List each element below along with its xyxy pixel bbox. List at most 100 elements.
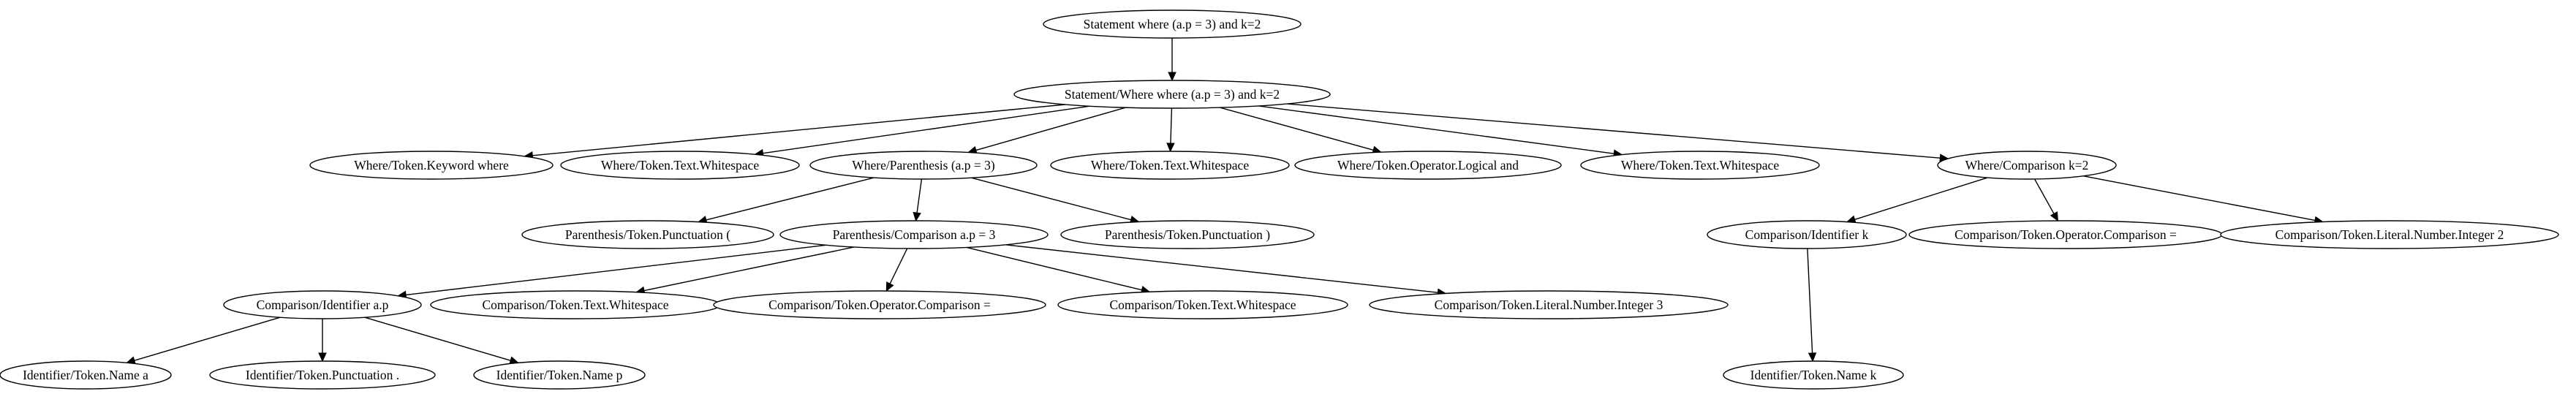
tree-node-statement-where-where-a-p-3-and-k-2: Statement/Where where (a.p = 3) and k=2	[1013, 80, 1331, 109]
edge-n4-to-n9	[697, 177, 875, 224]
edge-line	[1258, 105, 1614, 154]
node-ellipse	[223, 290, 422, 319]
edge-n1-to-n7	[1258, 105, 1623, 158]
node-ellipse	[2220, 220, 2559, 249]
tree-node-where-comparison-k-2: Where/Comparison k=2	[1937, 151, 2117, 180]
edge-line	[971, 177, 1131, 221]
node-label: Where/Token.Keyword where	[354, 158, 509, 173]
node-ellipse	[1707, 220, 1907, 249]
node-label: Parenthesis/Token.Punctuation )	[1105, 227, 1270, 242]
edge-line	[134, 317, 281, 361]
node-label: Where/Token.Text.Whitespace	[1621, 158, 1779, 173]
tree-node-comparison-token-operator-comparison: Comparison/Token.Operator.Comparison =	[713, 290, 1046, 319]
arrowhead-icon	[318, 352, 327, 363]
edge-line	[1005, 244, 1438, 293]
arrowhead-icon	[885, 281, 894, 292]
node-ellipse	[1050, 151, 1290, 180]
node-label: Parenthesis/Comparison a.p = 3	[833, 227, 996, 242]
node-ellipse	[1369, 290, 1729, 319]
node-ellipse	[560, 151, 800, 180]
edge-n1-to-n5	[1166, 107, 1175, 153]
tree-node-comparison-identifier-k: Comparison/Identifier k	[1707, 220, 1907, 249]
arrowhead-icon	[913, 211, 921, 222]
node-ellipse	[521, 220, 774, 249]
edge-n8-to-n12	[1846, 177, 1988, 224]
edge-n15-to-n22	[318, 319, 327, 363]
tree-node-where-token-text-whitespace: Where/Token.Text.Whitespace	[560, 151, 800, 180]
nodes-layer: Statement where (a.p = 3) and k=2Stateme…	[0, 10, 2559, 390]
tree-node-comparison-token-literal-number-integer-2: Comparison/Token.Literal.Number.Integer …	[2220, 220, 2559, 249]
tree-node-where-parenthesis-a-p-3: Where/Parenthesis (a.p = 3)	[809, 151, 1038, 180]
edge-line	[966, 246, 1142, 291]
edge-n1-to-n4	[967, 107, 1126, 154]
tree-node-comparison-token-text-whitespace: Comparison/Token.Text.Whitespace	[430, 290, 721, 319]
node-label: Comparison/Token.Operator.Comparison =	[768, 298, 991, 312]
tree-node-comparison-identifier-a-p: Comparison/Identifier a.p	[223, 290, 422, 319]
edge-line	[364, 317, 511, 361]
edges-layer	[126, 38, 2324, 365]
tree-node-comparison-token-text-whitespace: Comparison/Token.Text.Whitespace	[1057, 290, 1348, 319]
node-label: Parenthesis/Token.Punctuation (	[565, 227, 730, 242]
edge-n10-to-n19	[1005, 244, 1447, 297]
node-label: Where/Token.Text.Whitespace	[601, 158, 759, 173]
tree-node-where-token-text-whitespace: Where/Token.Text.Whitespace	[1580, 151, 1820, 180]
edge-line	[643, 246, 855, 292]
node-label: Comparison/Identifier a.p	[257, 298, 389, 312]
node-ellipse	[1937, 151, 2117, 180]
node-ellipse	[1060, 220, 1315, 249]
edge-n15-to-n23	[364, 317, 519, 365]
node-label: Comparison/Token.Text.Whitespace	[482, 298, 668, 312]
node-ellipse	[209, 360, 436, 390]
edge-line	[1220, 107, 1374, 151]
edge-line	[2082, 175, 2316, 221]
edge-line	[2033, 178, 2055, 214]
node-label: Identifier/Token.Name k	[1750, 368, 1877, 382]
edge-n8-to-n14	[2082, 175, 2324, 225]
edge-line	[1807, 248, 1813, 354]
edge-n12-to-n20	[1807, 248, 1817, 363]
edge-line	[706, 177, 875, 221]
node-ellipse	[473, 360, 646, 390]
node-label: Comparison/Token.Text.Whitespace	[1109, 298, 1296, 312]
tree-node-parenthesis-token-punctuation: Parenthesis/Token.Punctuation (	[521, 220, 774, 249]
edge-line	[916, 178, 923, 213]
edge-line	[889, 248, 908, 284]
tree-node-comparison-token-literal-number-integer-3: Comparison/Token.Literal.Number.Integer …	[1369, 290, 1729, 319]
edge-n1-to-n3	[754, 105, 1090, 158]
tree-node-parenthesis-token-punctuation: Parenthesis/Token.Punctuation )	[1060, 220, 1315, 249]
node-ellipse	[1723, 360, 1904, 390]
edge-n4-to-n10	[913, 178, 923, 222]
node-label: Comparison/Token.Literal.Number.Integer …	[1435, 298, 1663, 312]
edge-n10-to-n16	[635, 246, 855, 295]
node-label: Statement where (a.p = 3) and k=2	[1084, 17, 1261, 31]
tree-node-where-token-operator-logical-and: Where/Token.Operator.Logical and	[1294, 151, 1562, 180]
node-label: Comparison/Identifier k	[1745, 227, 1869, 242]
node-ellipse	[713, 290, 1046, 319]
node-ellipse	[1057, 290, 1348, 319]
node-ellipse	[0, 360, 172, 390]
node-ellipse	[809, 151, 1038, 180]
arrowhead-icon	[1166, 143, 1175, 153]
node-label: Comparison/Token.Literal.Number.Integer …	[2275, 227, 2504, 242]
tree-node-comparison-token-operator-comparison: Comparison/Token.Operator.Comparison =	[1908, 220, 2223, 249]
node-label: Where/Parenthesis (a.p = 3)	[852, 158, 995, 173]
node-ellipse	[779, 220, 1049, 249]
edge-line	[406, 244, 826, 296]
tree-node-statement-where-a-p-3-and-k-2: Statement where (a.p = 3) and k=2	[1043, 10, 1302, 39]
tree-node-where-token-keyword-where: Where/Token.Keyword where	[309, 151, 554, 180]
node-ellipse	[1043, 10, 1302, 39]
edge-n1-to-n2	[524, 104, 1065, 160]
edge-line	[975, 107, 1126, 151]
node-label: Statement/Where where (a.p = 3) and k=2	[1065, 87, 1280, 102]
node-label: Where/Token.Operator.Logical and	[1337, 158, 1519, 173]
node-ellipse	[1580, 151, 1820, 180]
tree-node-identifier-token-punctuation: Identifier/Token.Punctuation .	[209, 360, 436, 390]
edge-n10-to-n17	[885, 248, 908, 292]
edge-n8-to-n13	[2033, 178, 2059, 222]
edge-line	[532, 104, 1065, 156]
tree-node-identifier-token-name-a: Identifier/Token.Name a	[0, 360, 172, 390]
arrowhead-icon	[1808, 352, 1817, 363]
tree-node-where-token-text-whitespace: Where/Token.Text.Whitespace	[1050, 151, 1290, 180]
edge-line	[1854, 177, 1988, 220]
